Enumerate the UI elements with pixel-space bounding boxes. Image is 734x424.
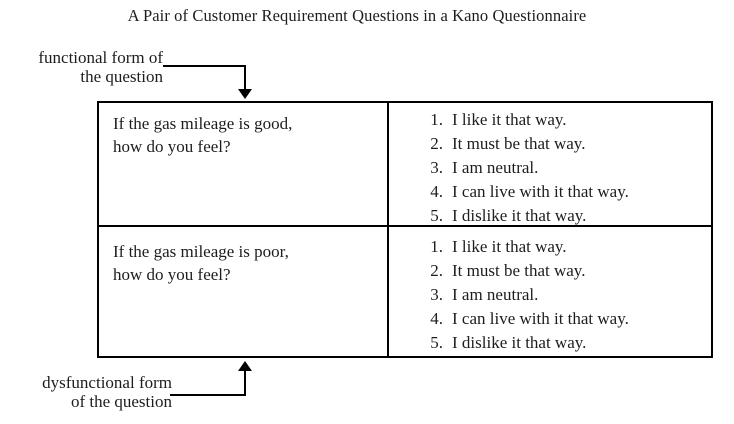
arrow-down-icon — [238, 89, 252, 99]
option-number: 5. — [430, 333, 443, 352]
option-text: It must be that way. — [452, 261, 586, 280]
option-text: I like it that way. — [452, 237, 567, 256]
functional-connector-line-vertical — [244, 65, 246, 92]
option-item: 1. I like it that way. — [428, 108, 705, 132]
option-text: I like it that way. — [452, 110, 567, 129]
option-text: I am neutral. — [452, 158, 539, 177]
option-text: I dislike it that way. — [452, 206, 587, 225]
option-number: 1. — [430, 237, 443, 256]
option-number: 2. — [430, 261, 443, 280]
option-number: 2. — [430, 134, 443, 153]
functional-form-label-line1: functional form of — [38, 48, 163, 67]
dysfunctional-connector-line-horizontal — [170, 394, 246, 396]
option-item: 5. I dislike it that way. — [428, 331, 705, 355]
option-text: I can live with it that way. — [452, 309, 629, 328]
option-number: 4. — [430, 309, 443, 328]
dysfunctional-form-label-line1: dysfunctional form — [42, 373, 172, 392]
dysfunctional-form-label-line2: of the question — [70, 392, 172, 411]
option-text: I dislike it that way. — [452, 333, 587, 352]
option-item: 2. It must be that way. — [428, 132, 705, 156]
option-number: 4. — [430, 182, 443, 201]
option-text: It must be that way. — [452, 134, 586, 153]
option-item: 4. I can live with it that way. — [428, 307, 705, 331]
dysfunctional-connector-line-vertical — [244, 370, 246, 396]
question-cell-functional: If the gas mileage is good, how do you f… — [99, 103, 389, 227]
options-cell-functional: 1. I like it that way. 2. It must be tha… — [389, 103, 711, 227]
arrow-up-icon — [238, 361, 252, 371]
option-item: 5. I dislike it that way. — [428, 204, 705, 228]
figure-title: A Pair of Customer Requirement Questions… — [127, 6, 587, 25]
option-item: 2. It must be that way. — [428, 259, 705, 283]
question-cell-dysfunctional: If the gas mileage is poor, how do you f… — [99, 227, 389, 356]
option-number: 3. — [430, 285, 443, 304]
option-text: I can live with it that way. — [452, 182, 629, 201]
functional-connector-line-horizontal — [163, 65, 246, 67]
option-item: 3. I am neutral. — [428, 283, 705, 307]
question-text-line1: If the gas mileage is poor, — [113, 242, 289, 261]
functional-form-label: functional form of the question — [10, 48, 163, 86]
option-number: 3. — [430, 158, 443, 177]
option-item: 4. I can live with it that way. — [428, 180, 705, 204]
question-text-line2: how do you feel? — [113, 265, 231, 284]
question-text-line2: how do you feel? — [113, 137, 231, 156]
question-text-line1: If the gas mileage is good, — [113, 114, 293, 133]
options-cell-dysfunctional: 1. I like it that way. 2. It must be tha… — [389, 227, 711, 356]
option-item: 3. I am neutral. — [428, 156, 705, 180]
questionnaire-table: If the gas mileage is good, how do you f… — [97, 101, 713, 358]
functional-form-label-line2: the question — [80, 67, 163, 86]
option-text: I am neutral. — [452, 285, 539, 304]
option-number: 5. — [430, 206, 443, 225]
option-item: 1. I like it that way. — [428, 235, 705, 259]
dysfunctional-form-label: dysfunctional form of the question — [8, 373, 172, 411]
option-number: 1. — [430, 110, 443, 129]
